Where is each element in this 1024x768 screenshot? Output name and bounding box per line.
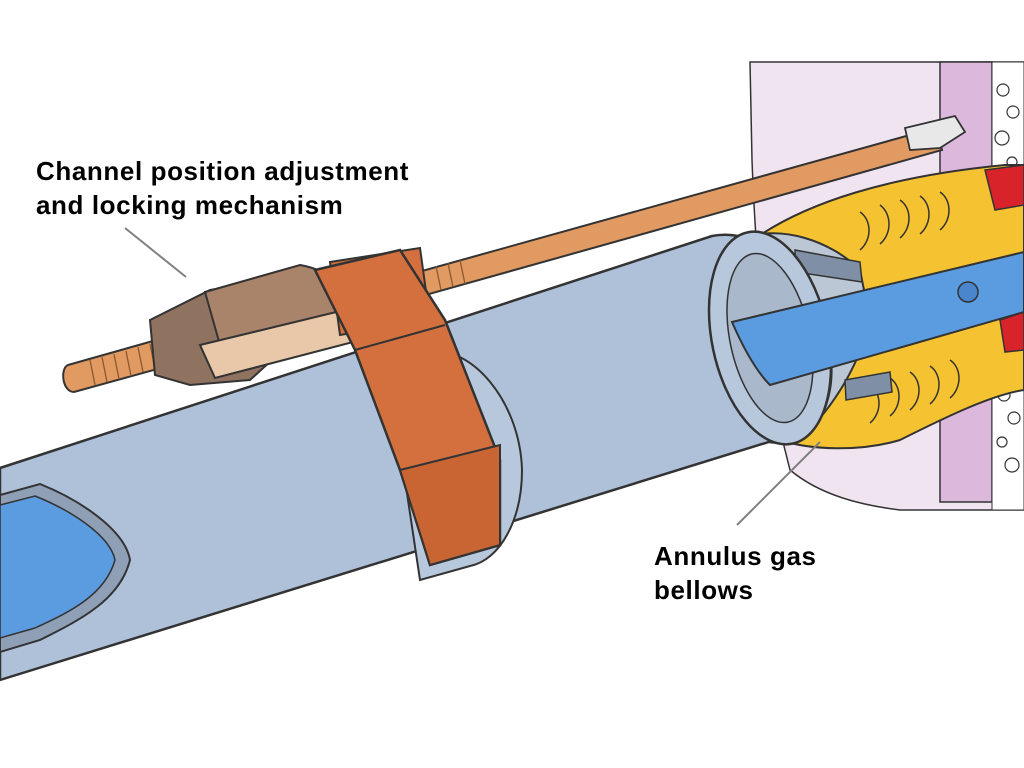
pressure-tube-inner xyxy=(730,250,1024,387)
label-channel-mechanism-line2: and locking mechanism xyxy=(36,190,344,220)
leader-line-channel-mechanism xyxy=(124,227,187,278)
label-channel-mechanism: Channel position adjustment and locking … xyxy=(36,154,409,222)
pressure-tube-cutaway-left xyxy=(0,482,132,654)
leader-line-annulus-bellows xyxy=(736,441,821,526)
label-annulus-bellows-line2: bellows xyxy=(654,575,754,605)
label-annulus-bellows-line1: Annulus gas xyxy=(654,541,817,571)
tube-clamp xyxy=(313,248,502,567)
label-annulus-bellows: Annulus gas bellows xyxy=(654,539,817,607)
label-channel-mechanism-line1: Channel position adjustment xyxy=(36,156,409,186)
